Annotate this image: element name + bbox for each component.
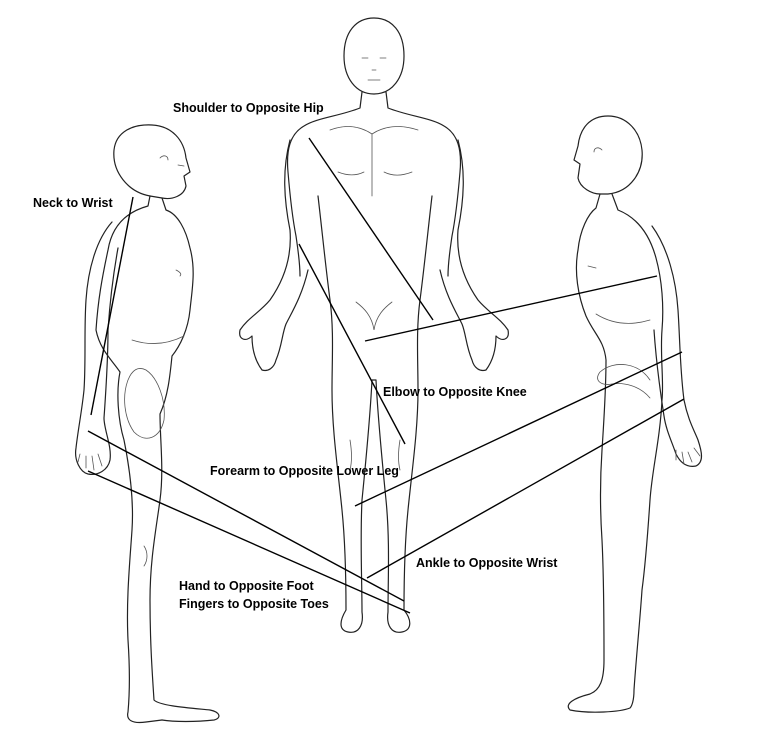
- label-neck-to-wrist: Neck to Wrist: [33, 196, 113, 210]
- left-figure-arm: [75, 221, 119, 475]
- line-shoulder-to-opposite-hip: [308, 137, 434, 321]
- line-fingers-to-opposite-toes: [87, 470, 411, 614]
- label-forearm-to-opposite-lower-leg: Forearm to Opposite Lower Leg: [210, 464, 399, 478]
- label-ankle-to-opposite-wrist: Ankle to Opposite Wrist: [416, 556, 558, 570]
- line-hand-to-opposite-foot: [87, 430, 405, 602]
- label-fingers-to-opposite-toes: Fingers to Opposite Toes: [179, 597, 329, 611]
- line-neck-to-wrist: [90, 196, 134, 416]
- right-figure-torso: [567, 193, 664, 713]
- right-figure-arm: [651, 225, 703, 467]
- center-figure-torso: [286, 91, 462, 277]
- center-figure-arm-right: [439, 139, 509, 372]
- line-elbow-to-opposite-knee: [298, 243, 406, 445]
- center-figure: [239, 17, 509, 633]
- left-figure-head: [113, 124, 191, 200]
- center-figure-arm-left: [239, 139, 309, 372]
- line-hip-to-opposite-shoulder: [364, 275, 658, 342]
- label-hand-to-opposite-foot: Hand to Opposite Foot: [179, 579, 314, 593]
- label-elbow-to-opposite-knee: Elbow to Opposite Knee: [383, 385, 527, 399]
- left-figure: [75, 124, 220, 724]
- right-figure: [567, 115, 703, 713]
- right-figure-head: [573, 115, 643, 195]
- label-shoulder-to-opposite-hip: Shoulder to Opposite Hip: [173, 101, 324, 115]
- line-ankle-to-opposite-wrist: [366, 398, 685, 579]
- line-forearm-to-opposite-lower-leg: [354, 351, 683, 507]
- connection-lines: [87, 137, 685, 614]
- left-figure-torso: [95, 195, 163, 724]
- center-figure-head: [343, 17, 405, 95]
